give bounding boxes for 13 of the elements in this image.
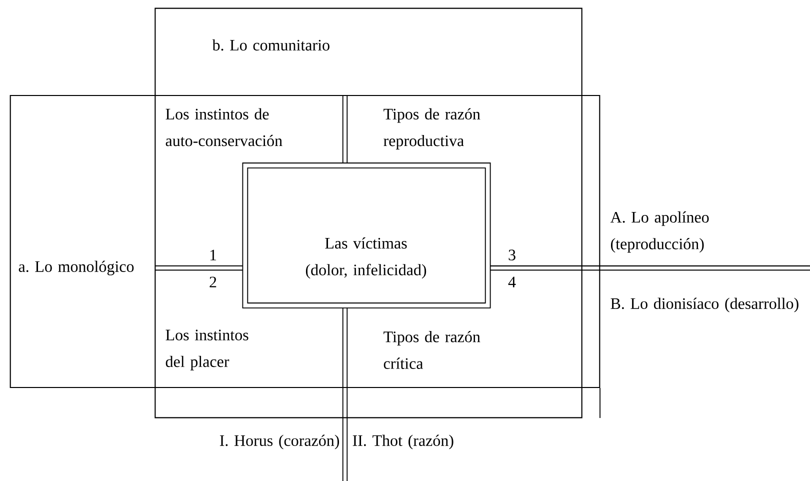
label-text: B. Lo dionisíaco (desarrollo) — [610, 298, 798, 312]
label-text: 2 — [210, 276, 216, 288]
label-text: Tipos de razón reproductiva — [384, 108, 480, 150]
label-text: Los instintos de auto-conservación — [166, 108, 282, 146]
label-text: Tipos de razón crítica — [384, 331, 480, 369]
label-text: 3 — [508, 250, 516, 260]
label-text: 4 — [508, 276, 516, 288]
label-text: II. Thot (razón) — [352, 434, 454, 450]
label-text: I. Horus (corazón) — [220, 434, 340, 450]
label-text: A. Lo apolíneo (teproducción) — [610, 211, 709, 253]
label-text: Los instintos del placer — [166, 330, 248, 370]
label-text: 1 — [210, 250, 216, 260]
region-box: Las víctimas (dolor, infelicidad) — [242, 162, 491, 308]
